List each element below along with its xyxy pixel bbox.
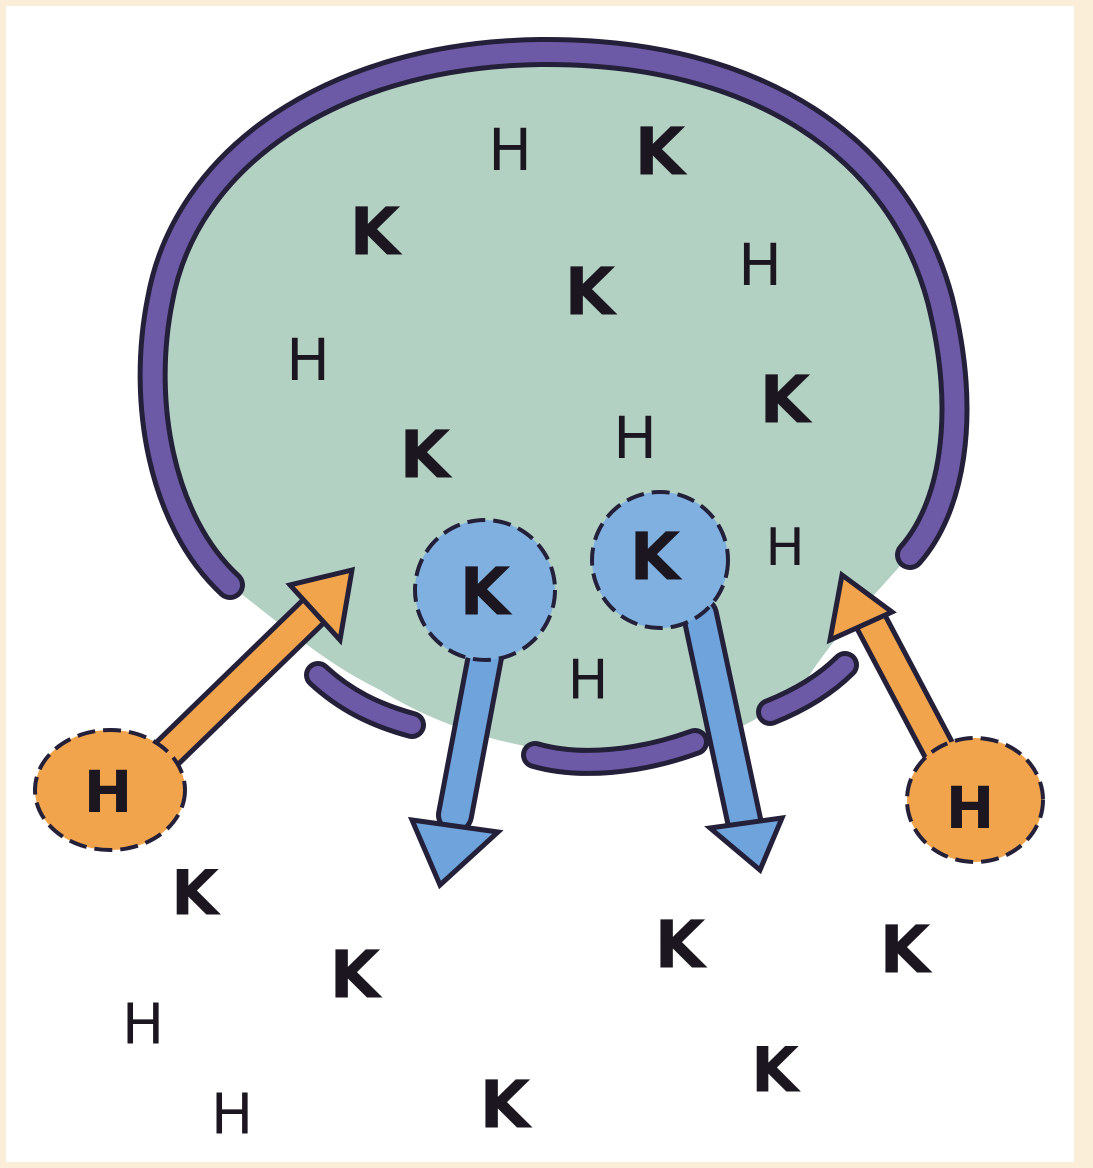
outside-hydrogen-ion: H: [211, 1083, 253, 1148]
cell-hydrogen-ion: H: [765, 518, 804, 578]
outside-potassium-ion: K: [479, 1067, 533, 1144]
outside-potassium-ion: K: [654, 907, 708, 984]
transported-potassium-ion-1: K: [415, 520, 555, 660]
svg-text:H: H: [84, 758, 133, 826]
transported-potassium-ion-2: K: [592, 492, 728, 628]
svg-text:H: H: [946, 774, 995, 842]
cell-potassium-ion: K: [634, 114, 688, 191]
outside-potassium-ion: K: [751, 1034, 801, 1107]
cell-hydrogen-ion: H: [568, 649, 609, 712]
transported-hydrogen-ion-left: H: [35, 730, 185, 850]
svg-text:K: K: [629, 519, 683, 596]
cell-hydrogen-ion: H: [488, 116, 532, 184]
cell-potassium-ion: K: [349, 194, 403, 271]
cell-potassium-ion: K: [399, 417, 453, 494]
cell-hydrogen-ion: H: [738, 231, 782, 299]
outside-potassium-ion: K: [329, 937, 383, 1014]
cell-hydrogen-ion: H: [286, 326, 330, 394]
outside-hydrogen-ion: H: [122, 993, 164, 1058]
outside-potassium-ion: K: [171, 857, 221, 930]
cell-hydrogen-ion: H: [613, 404, 657, 472]
cell-potassium-ion: K: [759, 362, 813, 439]
transported-hydrogen-ion-right: H: [907, 738, 1043, 862]
svg-text:K: K: [459, 554, 513, 631]
outside-potassium-ion: K: [879, 912, 933, 989]
cell-potassium-ion: K: [564, 254, 618, 331]
